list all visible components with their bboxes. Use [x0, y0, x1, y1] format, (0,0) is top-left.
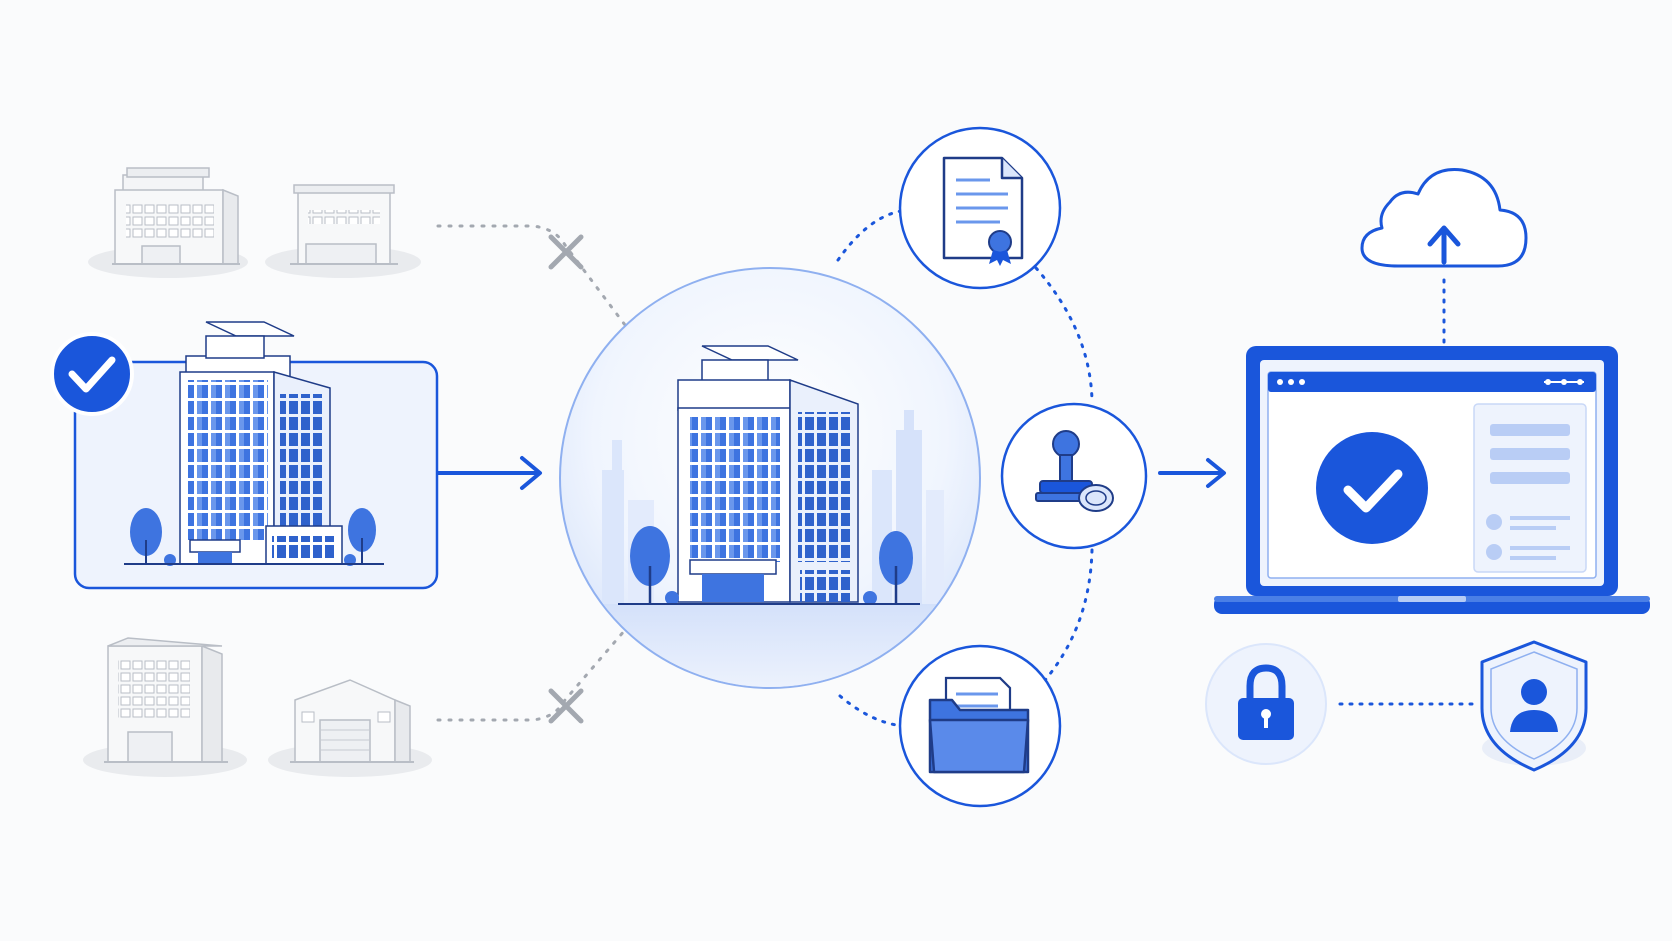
folder-icon	[928, 676, 1030, 774]
rejected-connector-top	[436, 224, 627, 327]
folder-node	[898, 644, 1062, 808]
laptop-icon	[1214, 346, 1650, 614]
gray-building-top-right	[265, 184, 421, 278]
arrow-right-icon	[1158, 458, 1226, 488]
hub-building-icon	[618, 345, 920, 605]
central-company-hub	[559, 267, 981, 689]
lock-icon	[1238, 664, 1294, 740]
stamp-icon	[1035, 430, 1114, 512]
cloud-upload-icon	[1360, 168, 1528, 268]
selected-company-card[interactable]	[73, 321, 439, 590]
arrow-right-icon	[436, 456, 542, 490]
gray-warehouse-bottom-right	[268, 679, 432, 777]
check-circle-icon	[50, 332, 134, 416]
gray-building-top-left	[88, 167, 248, 278]
lock-node	[1205, 643, 1327, 765]
certificate-node	[898, 126, 1062, 290]
check-circle-icon	[1316, 432, 1428, 544]
selected-building-icon	[124, 321, 384, 566]
x-icon	[548, 234, 584, 270]
shield-user-icon	[1480, 640, 1588, 772]
gray-building-bottom-left	[83, 637, 247, 777]
certificate-icon	[942, 156, 1024, 266]
x-icon	[548, 688, 584, 724]
rejected-connector-bottom	[436, 628, 627, 722]
stamp-node	[1000, 402, 1148, 550]
